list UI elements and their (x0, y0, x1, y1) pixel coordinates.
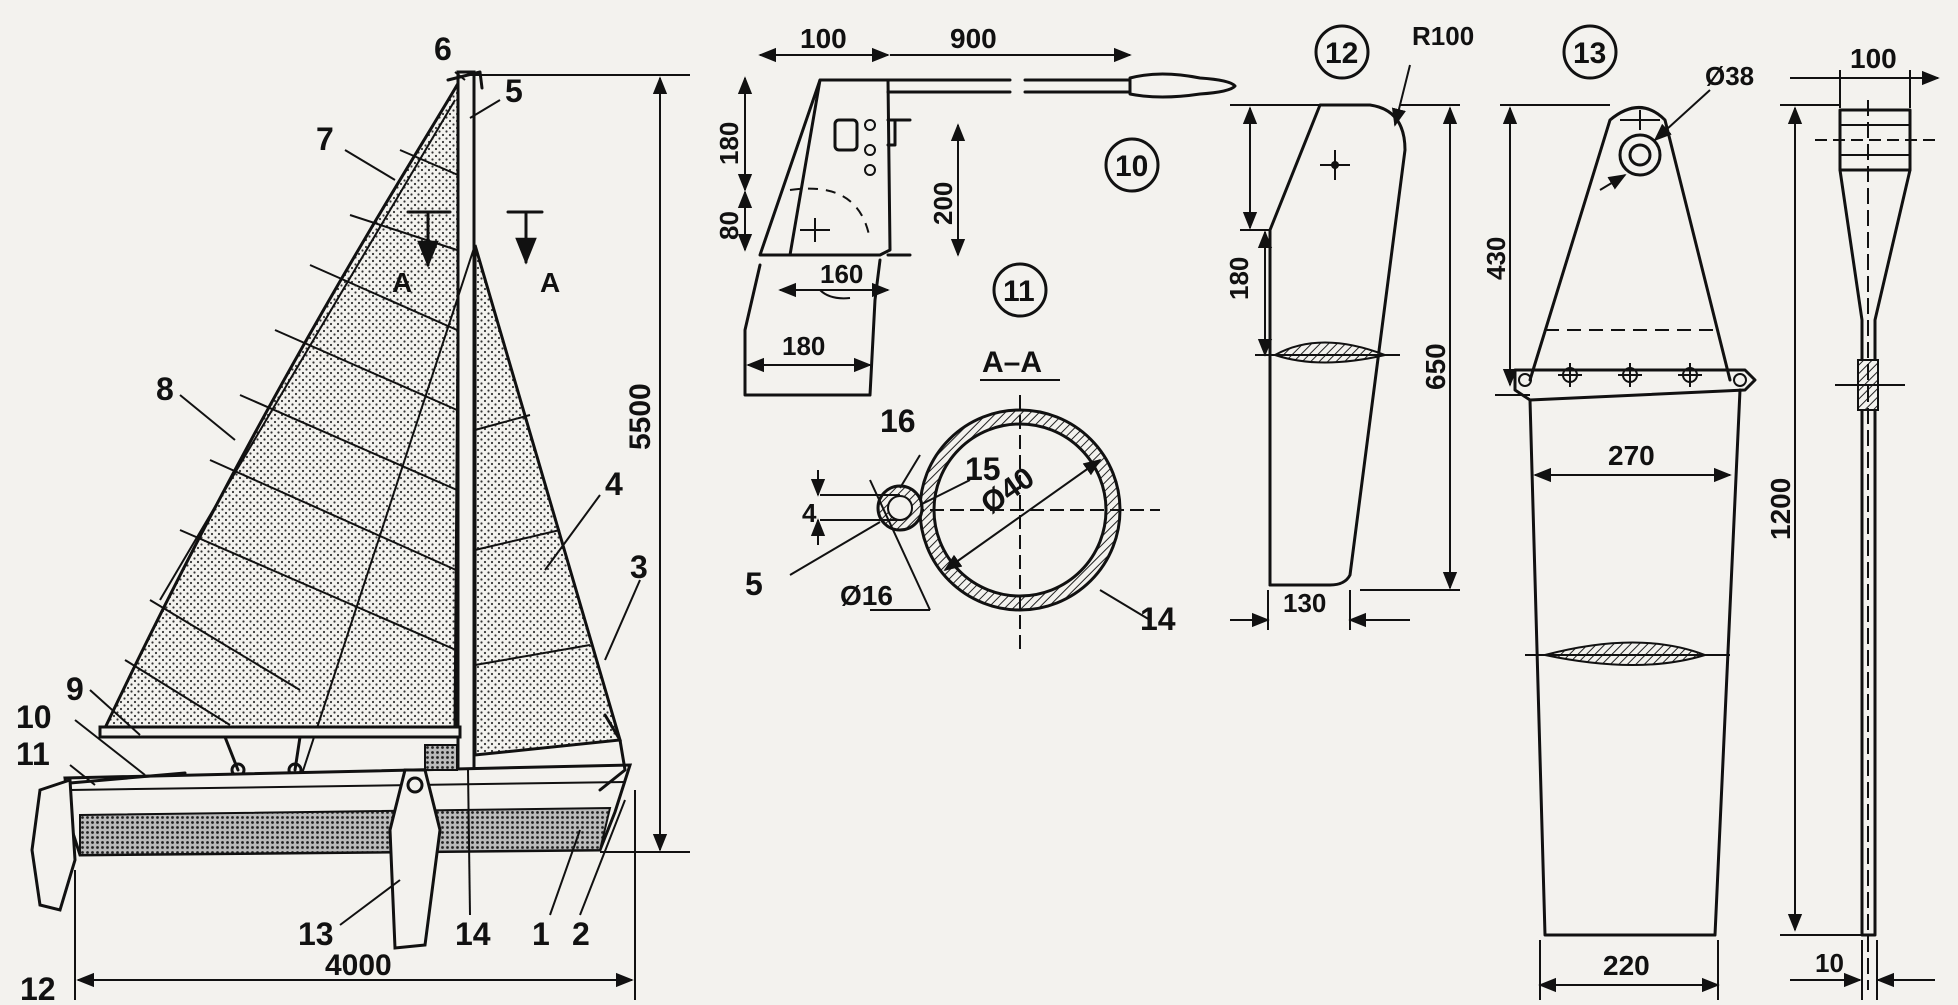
callout-10: 10 (1115, 150, 1148, 183)
part-12-rudder-blade (1255, 103, 1407, 587)
dim-80: 80 (714, 211, 744, 240)
label-9: 9 (66, 671, 84, 707)
dim-160: 160 (820, 259, 863, 289)
dim-130: 130 (1283, 588, 1326, 618)
dim-220: 220 (1603, 950, 1650, 981)
boat-dimensions (74, 74, 690, 1000)
section-title-a-a: A–A (982, 346, 1042, 379)
label-10: 10 (16, 699, 52, 735)
dim-650: 650 (1420, 343, 1451, 390)
label-16: 16 (880, 403, 916, 439)
part-10-dimensions (737, 47, 1132, 373)
dim-900: 900 (950, 23, 997, 54)
section-mark-a-left: A (392, 267, 412, 298)
callout-12: 12 (1325, 37, 1358, 70)
label-2: 2 (572, 916, 590, 952)
label-3: 3 (630, 549, 648, 585)
part-13-edge-view (1815, 100, 1935, 990)
edge-view-dimensions (1780, 70, 1940, 1000)
dim-430: 430 (1481, 237, 1511, 280)
label-5: 5 (505, 73, 523, 109)
part-12-dimensions (1230, 64, 1460, 630)
dim-dia-16: Ø16 (840, 580, 893, 611)
dim-100-fitting: 100 (800, 23, 847, 54)
part-number-labels: 6 5 7 8 4 3 9 10 11 12 13 14 1 2 16 15 5… (16, 31, 1176, 1005)
boat-side-view (30, 70, 633, 950)
part-13-dimensions (1495, 89, 1732, 1000)
section-labels: A A A–A (392, 267, 1042, 379)
label-14-detail: 14 (1140, 601, 1176, 637)
dim-dia-38: Ø38 (1705, 61, 1754, 91)
label-7: 7 (316, 121, 334, 157)
dim-270: 270 (1608, 440, 1655, 471)
dimension-texts: 5500 4000 100 900 180 80 200 160 180 4 Ø… (325, 21, 1897, 982)
dim-180-fitting-bottom: 180 (782, 331, 825, 361)
rudder (30, 777, 77, 912)
dim-5500: 5500 (624, 383, 657, 450)
callout-11: 11 (1003, 275, 1035, 308)
dim-200: 200 (928, 182, 958, 225)
dim-10: 10 (1815, 948, 1844, 978)
section-mark-a-right: A (540, 267, 560, 298)
label-15: 15 (965, 451, 1001, 487)
label-12: 12 (20, 971, 56, 1005)
label-14: 14 (455, 916, 491, 952)
mainsail-seams (124, 99, 459, 726)
dim-1200: 1200 (1765, 478, 1796, 540)
label-5-detail: 5 (745, 566, 763, 602)
part-11-section (810, 379, 1160, 650)
callout-13: 13 (1573, 37, 1606, 70)
dim-180-fitting-top: 180 (714, 122, 744, 165)
jib (473, 244, 622, 757)
jib-seams (474, 414, 591, 666)
boom (98, 725, 462, 739)
label-11: 11 (16, 736, 50, 772)
detail-callouts: 10 11 12 13 (992, 24, 1618, 318)
label-4: 4 (605, 466, 623, 502)
boat-leaders (69, 71, 641, 926)
label-13: 13 (298, 916, 334, 952)
dim-180-rudder: 180 (1224, 257, 1254, 300)
label-6: 6 (434, 31, 452, 67)
dim-r100: R100 (1412, 21, 1474, 51)
part-11-leaders (789, 454, 1151, 621)
part-10-fitting (743, 72, 1237, 397)
dim-100-edge: 100 (1850, 43, 1897, 74)
dim-4000: 4000 (325, 949, 392, 982)
label-1: 1 (532, 916, 550, 952)
label-8: 8 (156, 371, 174, 407)
part-13-centerboard (1513, 106, 1757, 937)
centerboard (388, 768, 442, 950)
mast (456, 70, 476, 774)
dim-4: 4 (802, 498, 817, 528)
